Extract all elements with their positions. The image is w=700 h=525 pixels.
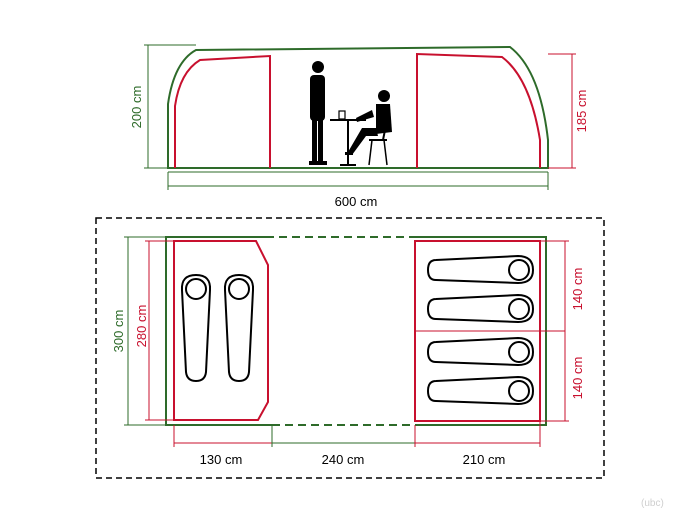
sleeping-bag-icon [180,273,212,383]
middle-label: 240 cm [322,452,365,467]
footprint-outline [95,217,605,479]
floor-inner-width-label: 280 cm [134,305,149,348]
left-room-label: 130 cm [200,452,243,467]
side-length-label: 600 cm [335,194,378,209]
sleeping-bag-icon [426,375,535,406]
floor-plan: 300 cm 280 cm 140 cm 140 cm 130 cm 240 c… [95,217,605,479]
floor-width-label: 300 cm [111,310,126,353]
floor-middle-dashed [266,236,415,426]
standing-person-icon [309,61,327,165]
seated-person-icon [345,90,392,155]
side-outer-wall [167,45,549,169]
side-left-room [174,54,271,168]
right-room-label: 210 cm [463,452,506,467]
sleeping-bag-icon [426,293,535,324]
side-view: 200 cm 185 cm 600 cm [129,44,589,209]
cup-icon [338,110,346,120]
side-right-room [416,52,541,168]
room-width-bottom-label: 140 cm [570,357,585,400]
side-inner-height-label: 185 cm [574,90,589,133]
chair-icon [368,114,389,166]
sleeping-bag-icon [426,336,535,367]
left-inner-room [173,240,269,421]
sleeping-bag-icon [223,273,255,383]
watermark: (ubc) [641,498,664,509]
side-height-label: 200 cm [129,86,144,129]
sleeping-bag-icon [426,254,535,285]
room-width-top-label: 140 cm [570,268,585,311]
